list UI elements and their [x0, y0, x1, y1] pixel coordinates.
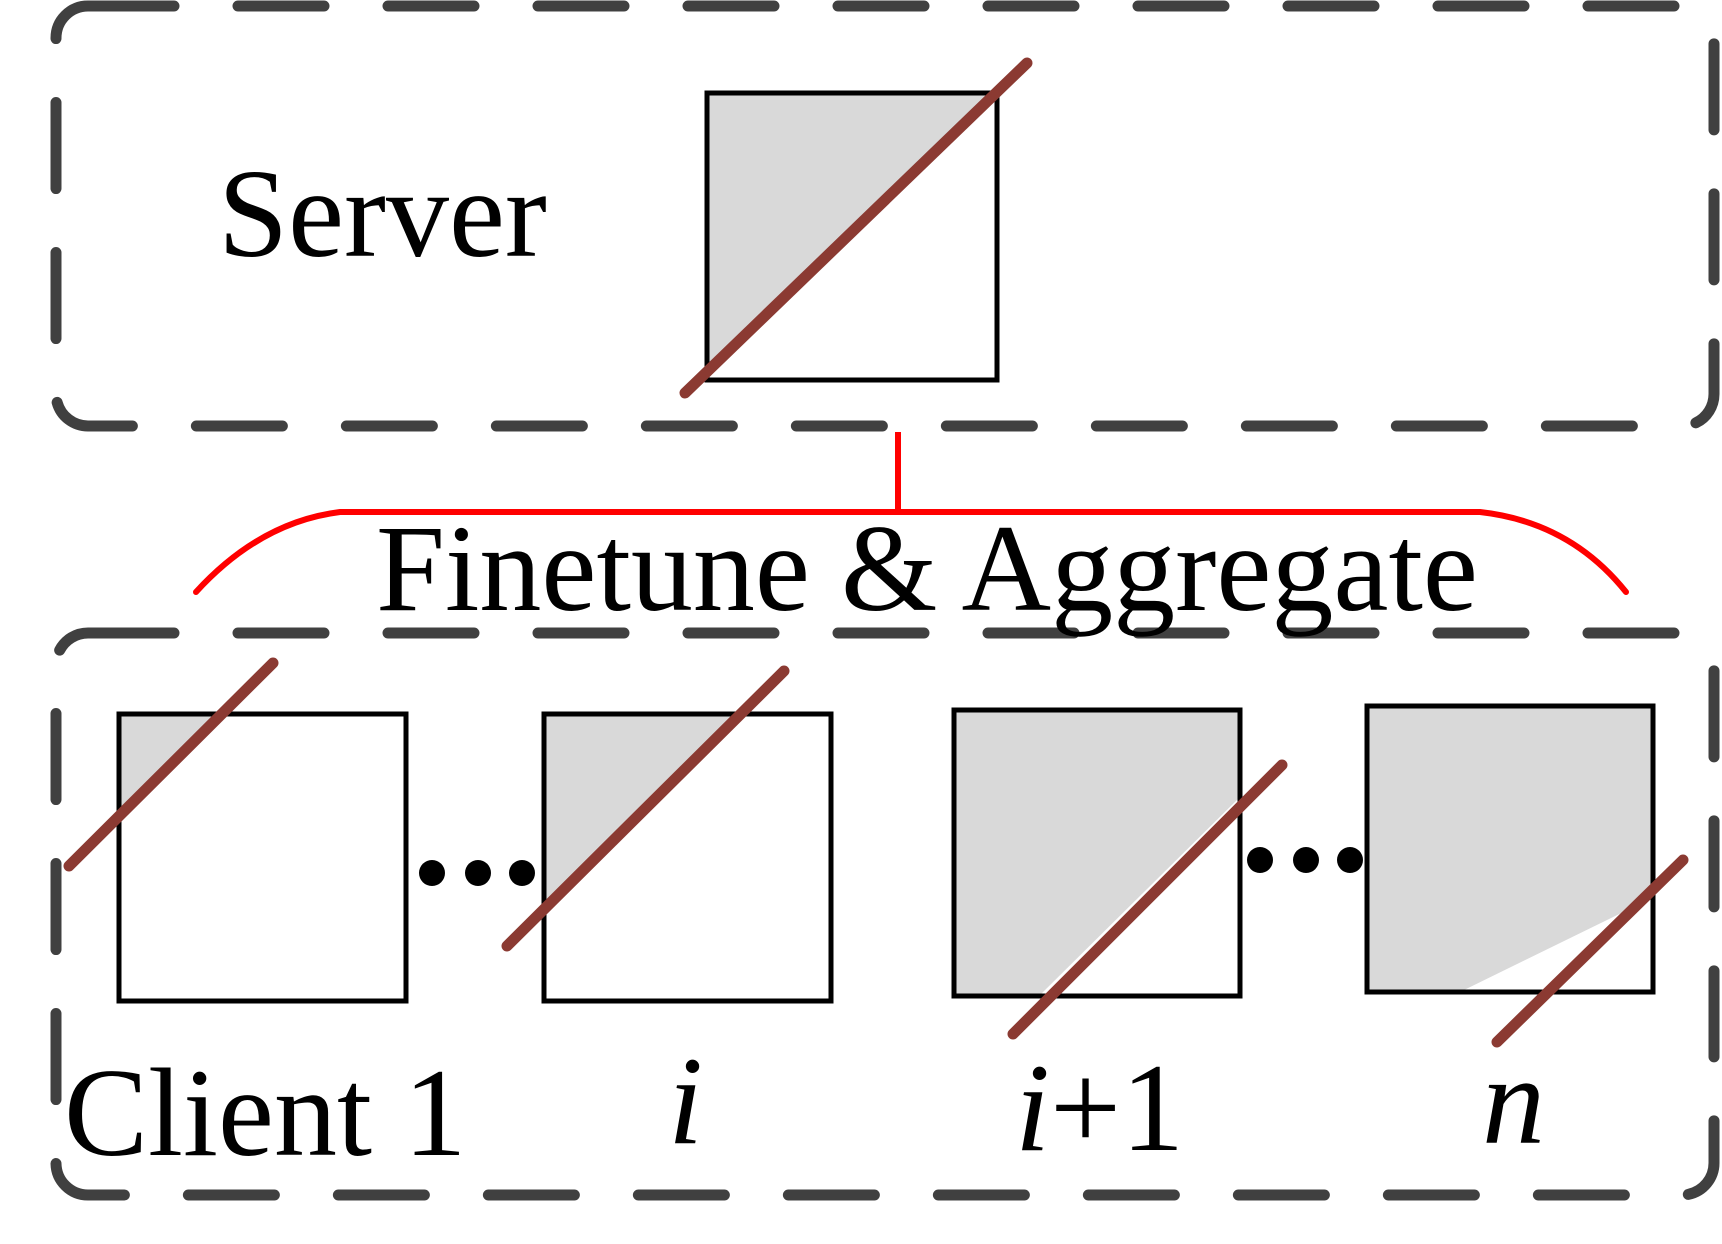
client-i-plus-1-model-frame: [951, 707, 1243, 999]
client-i-plus-1-model-box: [951, 707, 1288, 1040]
client-i-model-box: [501, 665, 834, 1004]
ellipsis-right-dot: [1247, 847, 1273, 873]
ellipsis-right: [1247, 847, 1363, 873]
client-1-model-diagonal: [63, 657, 279, 872]
client-n-model-diagonal: [1491, 854, 1689, 1048]
ellipsis-left-dot: [509, 860, 535, 886]
client-label-i: i: [668, 1032, 703, 1171]
client-n-model-box: [1364, 703, 1689, 1048]
ellipsis-left: [419, 860, 535, 886]
ellipsis-left-dot: [465, 860, 491, 886]
client-n-model-frame: [1364, 703, 1656, 995]
server-label: Server: [218, 145, 547, 284]
client-label-n: n: [1482, 1032, 1545, 1171]
ellipsis-right-dot: [1337, 847, 1363, 873]
client-container: [50, 627, 1720, 1201]
ellipsis-left-dot: [419, 860, 445, 886]
client-i-plus-1-model-diagonal: [1007, 759, 1288, 1040]
server-model-frame: [704, 90, 1000, 383]
client-n-model-fill: [1367, 706, 1652, 992]
client-label-i-plus-1: i+1: [1015, 1039, 1184, 1178]
connector-label: Finetune & Aggregate: [376, 500, 1478, 637]
server-model-box: [679, 57, 1033, 399]
client-i-model-diagonal: [501, 665, 790, 952]
client-i-plus-1-model-fill: [954, 710, 1240, 996]
client-1-model-box: [63, 657, 409, 1004]
client-label-1: Client 1: [64, 1044, 467, 1183]
client-1-model-frame: [116, 711, 409, 1004]
ellipsis-right-dot: [1293, 847, 1319, 873]
server-model-diagonal: [679, 57, 1033, 399]
client-i-model-frame: [541, 711, 834, 1004]
aggregate-connector: [193, 432, 1629, 595]
connector-bracket: [193, 509, 1629, 595]
server-container: [50, 0, 1720, 432]
